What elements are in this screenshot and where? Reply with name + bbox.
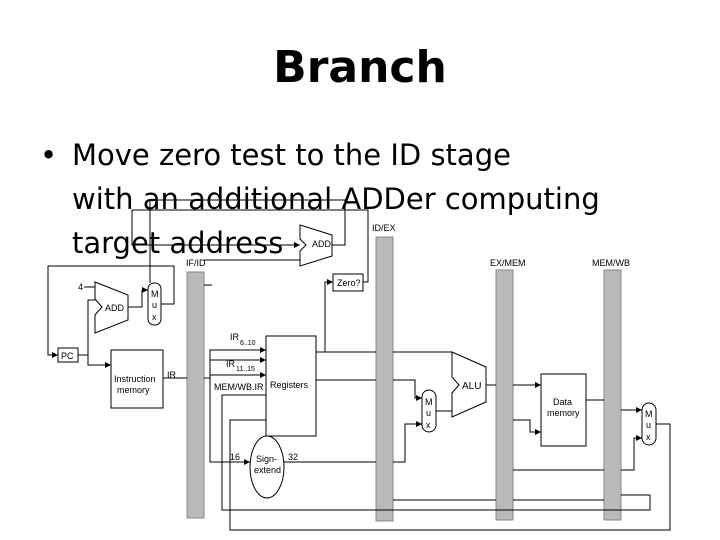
sign-extend-label-1: Sign-: [256, 454, 277, 464]
register-file: [265, 335, 317, 437]
ir-6-10-label: IR: [230, 332, 240, 342]
id-ex-register: [375, 236, 394, 522]
mem-wb-ir-label: MEM/WB.IR: [214, 382, 264, 392]
data-memory-label-1: Data: [553, 397, 572, 407]
bullet-line-1-text: Move zero test to the ID stage: [72, 138, 511, 172]
bullet-line-2: with an additional ADDer computing: [72, 182, 600, 216]
ex-mem-label: EX/MEM: [490, 258, 526, 268]
id-ex-label: ID/EX: [372, 223, 396, 233]
registers-label: Registers: [270, 380, 309, 390]
alu-label: ALU: [462, 381, 481, 392]
ir-6-10-sub: 6..10: [240, 340, 256, 347]
wb-mux-label-m: M: [645, 409, 653, 419]
wire-arrowheads: [52, 242, 642, 465]
instruction-memory-label-2: memory: [117, 385, 150, 395]
if-mux-label-x: x: [152, 312, 157, 322]
if-mux-label-m: M: [151, 289, 159, 299]
ex-mux-label-u: u: [426, 408, 431, 418]
mem-wb-register: [603, 269, 622, 521]
pc-adder-label: ADD: [105, 303, 125, 313]
instruction-memory-label-1: Instruction: [114, 374, 156, 384]
slide-title: Branch: [273, 42, 447, 93]
ex-mem-register: [495, 269, 514, 521]
alu: [451, 351, 487, 418]
const-4-label: 4: [78, 282, 83, 292]
ex-mux-label-m: M: [425, 397, 433, 407]
wb-mux-label-x: x: [646, 432, 651, 442]
if-id-label: IF/ID: [186, 258, 206, 268]
bullet-text: • Move zero test to the ID stage with an …: [40, 133, 600, 265]
if-id-register: [186, 271, 205, 519]
branch-adder-label: ADD: [312, 239, 332, 249]
datapath-wires: [47, 199, 671, 531]
data-memory-label-2: memory: [547, 408, 580, 418]
instruction-memory: [110, 349, 164, 409]
wb-mux-label-u: u: [646, 420, 651, 430]
ir-11-15-label: IR: [226, 359, 236, 369]
data-memory: [540, 373, 587, 447]
bullet-dot: •: [40, 138, 58, 172]
pc-adder: [94, 281, 129, 334]
bullet-line-3: target address: [72, 226, 284, 260]
bits-32-label: 32: [288, 452, 298, 462]
pc-label: PC: [61, 351, 74, 361]
sign-extend-label-2: extend: [254, 465, 281, 475]
ex-mux-label-x: x: [426, 420, 431, 430]
ir-11-15-sub: 11..15: [236, 366, 255, 373]
mem-wb-label: MEM/WB: [592, 258, 630, 268]
ir-fetch-label: IR: [167, 370, 177, 380]
bits-16-label: 16: [230, 452, 240, 462]
if-mux-label-u: u: [152, 300, 157, 310]
bullet-line-1: • Move zero test to the ID stage: [40, 133, 600, 177]
sign-extend-unit: [249, 435, 285, 499]
zero-test-label: Zero?: [337, 278, 361, 288]
branch-adder: [299, 224, 333, 267]
